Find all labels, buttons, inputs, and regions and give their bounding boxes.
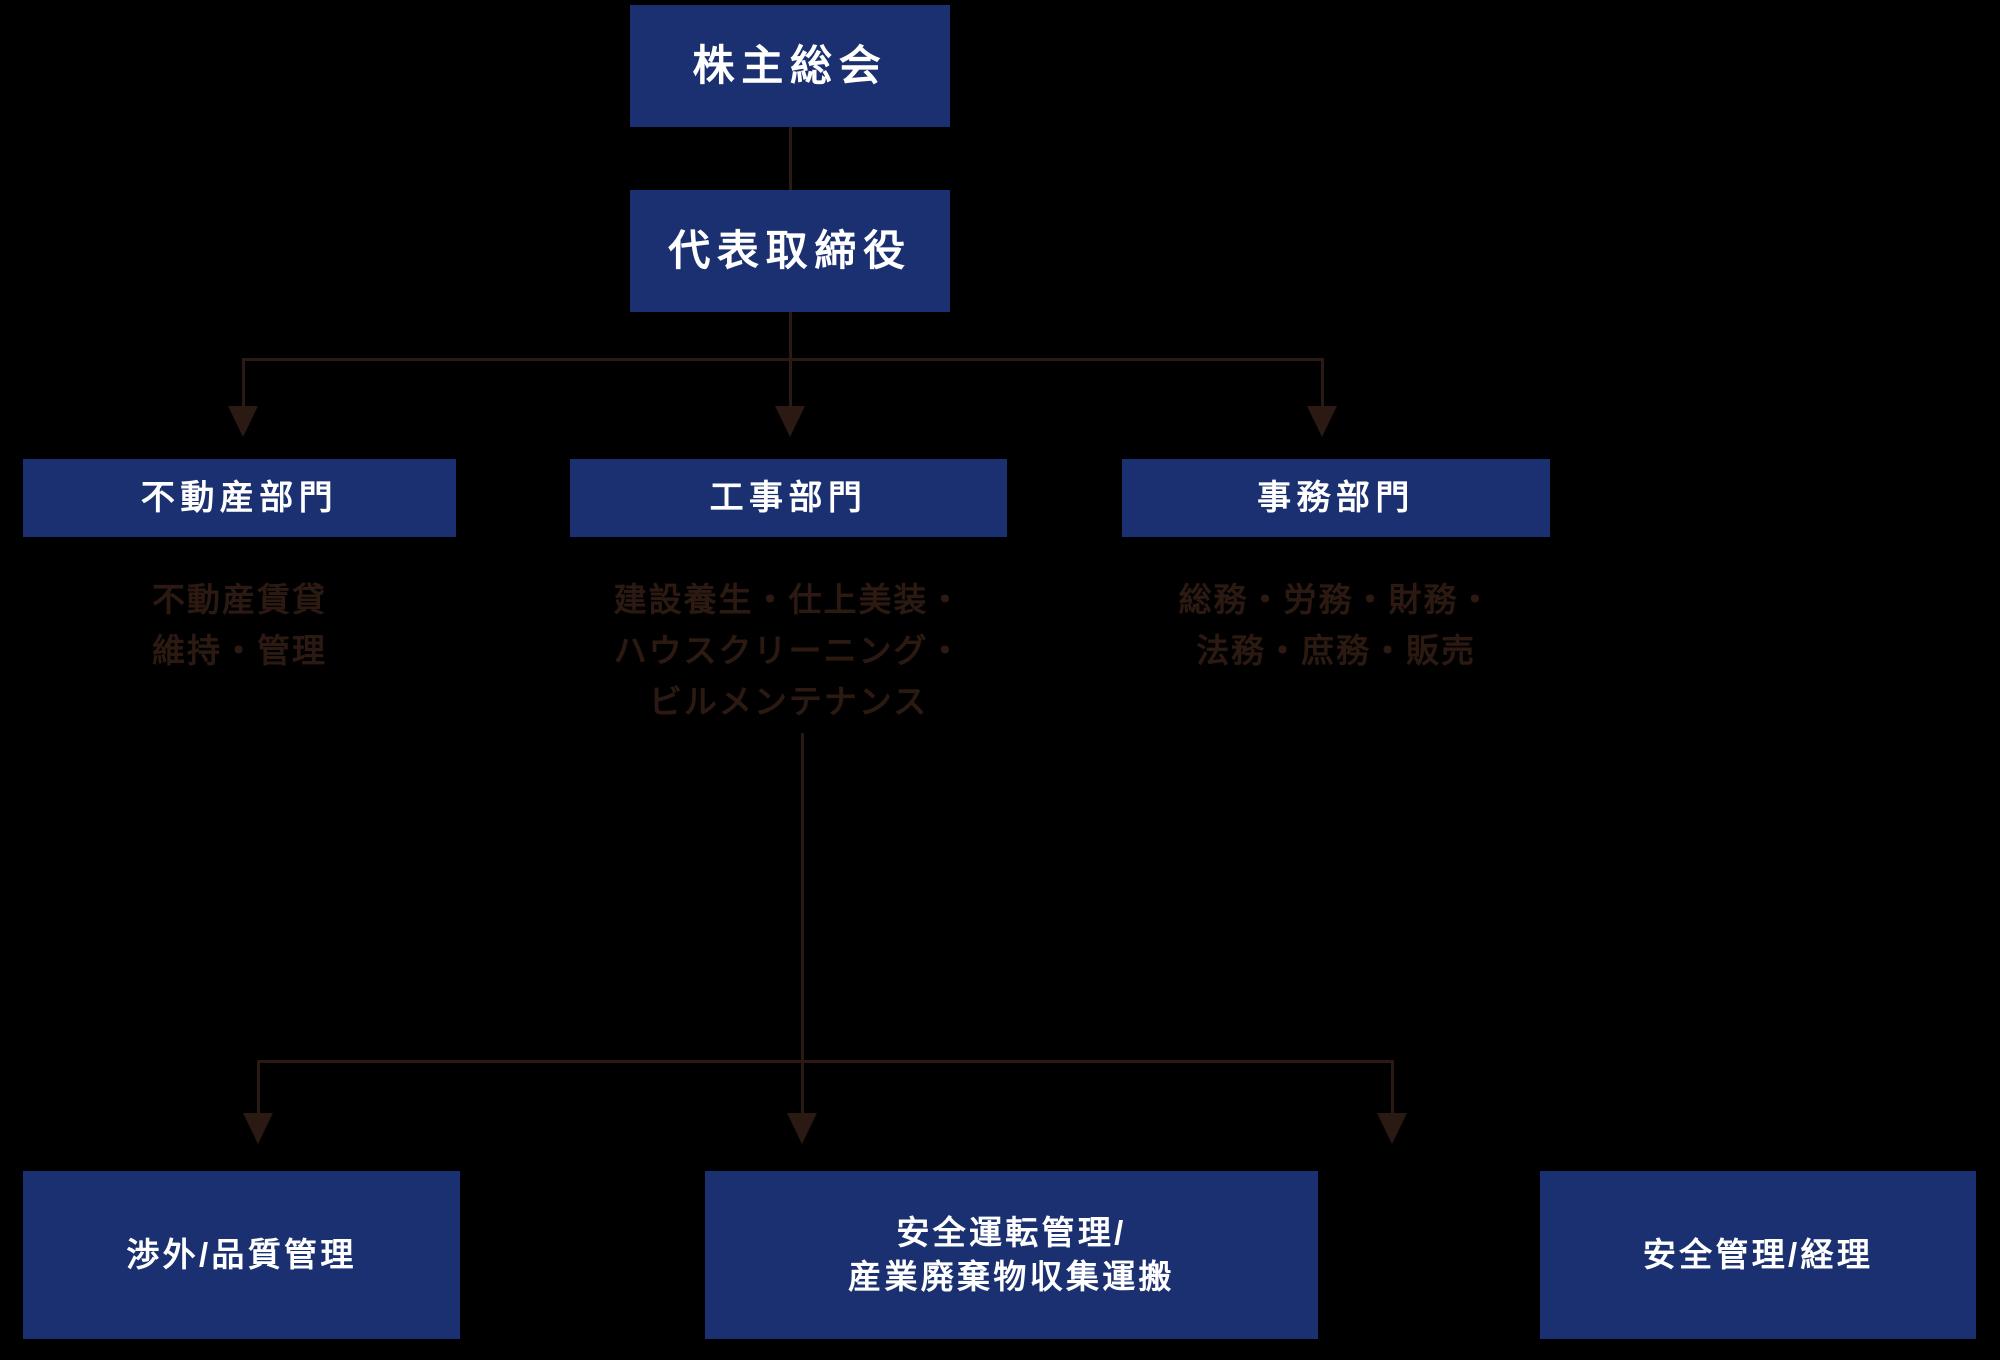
node-unit-external-quality[interactable]: 渉外/品質管理: [23, 1171, 460, 1339]
caption-department-administration: 総務・労務・財務・ 法務・庶務・販売: [1178, 583, 1494, 671]
node-unit-safe-driving-waste[interactable]: 安全運転管理/ 産業廃棄物収集運搬: [705, 1171, 1318, 1339]
connector-leg-unit-2: [801, 1060, 804, 1122]
arrow-down-icon-administration: [1307, 406, 1337, 437]
node-shareholders-meeting-label: 株主総会: [692, 42, 888, 90]
connector-director-stem: [789, 312, 792, 360]
connector-unit-bus: [257, 1060, 1393, 1063]
connector-shareholders-to-director: [789, 127, 792, 191]
arrow-down-icon-real-estate: [228, 406, 258, 437]
node-department-administration-label: 事務部門: [1257, 478, 1415, 517]
node-unit-external-quality-line1: 渉外/品質管理: [126, 1236, 357, 1274]
connector-leg-construction: [789, 358, 792, 413]
connector-leg-unit-1: [257, 1060, 260, 1122]
node-shareholders-meeting[interactable]: 株主総会: [630, 5, 950, 127]
connector-department-bus: [242, 358, 1324, 361]
node-representative-director[interactable]: 代表取締役: [630, 190, 950, 312]
node-unit-safety-accounting-line1: 安全管理/経理: [1642, 1236, 1874, 1274]
connector-leg-administration: [1321, 358, 1324, 413]
node-department-real-estate[interactable]: 不動産部門: [23, 459, 456, 537]
node-department-construction[interactable]: 工事部門: [570, 459, 1007, 537]
arrow-down-icon-unit-2: [787, 1113, 817, 1144]
connector-construction-stem: [801, 733, 804, 1063]
node-department-construction-label: 工事部門: [709, 478, 868, 517]
caption-department-construction: 建設養生・仕上美装・ ハウスクリーニング・ ビルメンテナンス: [613, 583, 964, 722]
arrow-down-icon-unit-3: [1377, 1113, 1407, 1144]
arrow-down-icon-construction: [775, 406, 805, 437]
node-unit-safe-driving-waste-line2: 産業廃棄物収集運搬: [848, 1258, 1175, 1295]
node-department-administration[interactable]: 事務部門: [1122, 459, 1550, 537]
connector-leg-real-estate: [242, 358, 245, 413]
arrow-down-icon-unit-1: [243, 1113, 273, 1144]
node-representative-director-label: 代表取締役: [668, 227, 912, 275]
connector-leg-unit-3: [1391, 1060, 1394, 1122]
caption-department-real-estate: 不動産賃貸 維持・管理: [152, 583, 327, 671]
node-department-real-estate-label: 不動産部門: [140, 478, 339, 517]
node-unit-safety-accounting[interactable]: 安全管理/経理: [1540, 1171, 1976, 1339]
node-unit-safe-driving-waste-line1: 安全運転管理/: [896, 1214, 1127, 1252]
